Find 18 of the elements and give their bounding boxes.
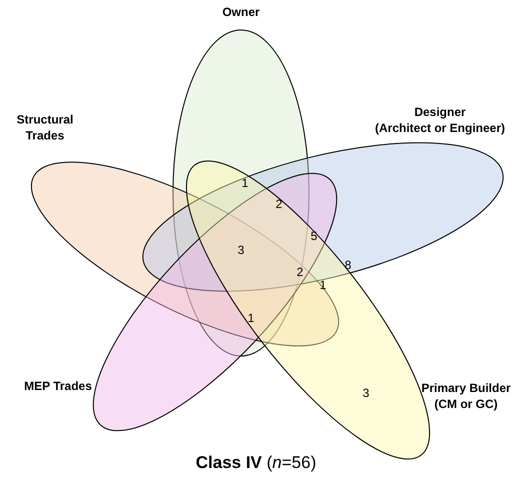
- set-label: (CM or GC): [433, 397, 499, 413]
- set-label: (Architect or Engineer): [374, 121, 506, 137]
- region-count: 1: [242, 176, 248, 190]
- set-ellipse: [92, 172, 338, 432]
- region-count: 1: [248, 311, 254, 325]
- region-count: 2: [296, 265, 304, 279]
- region-count: 3: [362, 386, 370, 400]
- set-label: Owner: [221, 5, 261, 21]
- region-count: 2: [276, 197, 282, 211]
- region-count: 1: [320, 278, 326, 292]
- set-label: MEP Trades: [23, 379, 93, 395]
- set-label: Structural Trades: [16, 112, 74, 144]
- region-count: 3: [238, 243, 244, 257]
- caption: Class IV (n=56): [196, 453, 316, 473]
- set-label: Primary Builder: [420, 381, 512, 397]
- set-ellipse: [172, 30, 310, 356]
- set-label: Designer: [413, 105, 467, 121]
- region-count: 5: [310, 229, 318, 243]
